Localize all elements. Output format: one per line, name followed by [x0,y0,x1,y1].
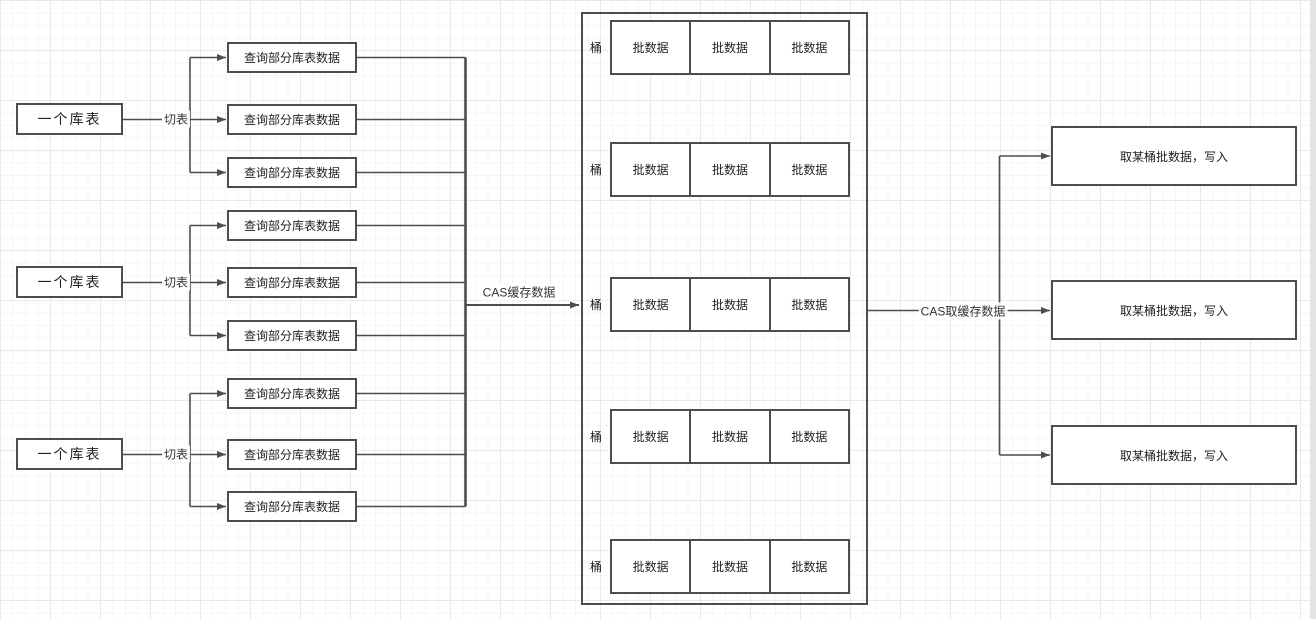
query-node[interactable]: 查询部分库表数据 [227,104,357,135]
bucket-label: 桶 [589,298,602,312]
batch-cell[interactable]: 批数据 [768,411,848,462]
bucket-row[interactable]: 批数据 批数据 批数据 [610,539,850,594]
batch-cell[interactable]: 批数据 [768,22,848,73]
query-node-label: 查询部分库表数据 [243,166,340,180]
source-table-node[interactable]: 一个库表 [16,266,123,298]
batch-cell[interactable]: 批数据 [632,560,669,574]
bucket-row[interactable]: 批数据 批数据 批数据 [610,142,850,197]
batch-cell[interactable]: 批数据 [768,541,848,592]
output-node-label: 取某桶批数据，写入 [1119,448,1228,463]
batch-cell[interactable]: 批数据 [689,144,768,195]
query-node-label: 查询部分库表数据 [243,329,340,343]
query-node-label: 查询部分库表数据 [243,448,340,462]
bucket-label: 桶 [589,41,602,55]
source-table-label: 一个库表 [37,446,102,462]
source-table-node[interactable]: 一个库表 [16,438,123,470]
query-node-label: 查询部分库表数据 [243,276,340,290]
batch-cell[interactable]: 批数据 [632,41,669,55]
query-node-label: 查询部分库表数据 [243,51,340,65]
output-node-label: 取某桶批数据，写入 [1119,303,1228,318]
bucket-row[interactable]: 批数据 批数据 批数据 [610,277,850,332]
batch-cell[interactable]: 批数据 [632,430,669,444]
bucket-label: 桶 [589,560,602,574]
bucket-row[interactable]: 批数据 批数据 批数据 [610,409,850,464]
cache-write-edge-label[interactable]: CAS缓存数据 [480,283,558,301]
batch-cell[interactable]: 批数据 [768,144,848,195]
output-node-label: 取某桶批数据，写入 [1119,149,1228,164]
batch-cell[interactable]: 批数据 [632,163,669,177]
query-node[interactable]: 查询部分库表数据 [227,210,357,241]
output-node[interactable]: 取某桶批数据，写入 [1051,425,1297,485]
output-node[interactable]: 取某桶批数据，写入 [1051,280,1297,340]
query-node-label: 查询部分库表数据 [243,500,340,514]
split-edge-label[interactable]: 切表 [161,445,191,463]
query-node[interactable]: 查询部分库表数据 [227,491,357,522]
canvas-edge-strip [1310,0,1316,619]
batch-cell[interactable]: 批数据 [689,541,768,592]
bucket-label: 桶 [589,163,602,177]
split-edge-label[interactable]: 切表 [161,273,191,291]
query-node[interactable]: 查询部分库表数据 [227,378,357,409]
source-table-node[interactable]: 一个库表 [16,103,123,135]
cache-read-edge-label[interactable]: CAS取缓存数据 [918,302,1008,320]
source-table-label: 一个库表 [37,111,102,127]
query-node[interactable]: 查询部分库表数据 [227,267,357,298]
query-node[interactable]: 查询部分库表数据 [227,439,357,470]
query-node-label: 查询部分库表数据 [243,387,340,401]
query-node-label: 查询部分库表数据 [243,113,340,127]
split-edge-label[interactable]: 切表 [161,110,191,128]
query-node[interactable]: 查询部分库表数据 [227,320,357,351]
bucket-row[interactable]: 批数据 批数据 批数据 [610,20,850,75]
output-node[interactable]: 取某桶批数据，写入 [1051,126,1297,186]
batch-cell[interactable]: 批数据 [632,298,669,312]
batch-cell[interactable]: 批数据 [689,411,768,462]
batch-cell[interactable]: 批数据 [768,279,848,330]
cache-write-connectors [357,56,579,508]
query-node[interactable]: 查询部分库表数据 [227,157,357,188]
batch-cell[interactable]: 批数据 [689,279,768,330]
source-table-label: 一个库表 [37,274,102,290]
query-node-label: 查询部分库表数据 [243,219,340,233]
bucket-label: 桶 [589,430,602,444]
batch-cell[interactable]: 批数据 [689,22,768,73]
cache-container-node[interactable] [581,12,868,605]
query-node[interactable]: 查询部分库表数据 [227,42,357,73]
